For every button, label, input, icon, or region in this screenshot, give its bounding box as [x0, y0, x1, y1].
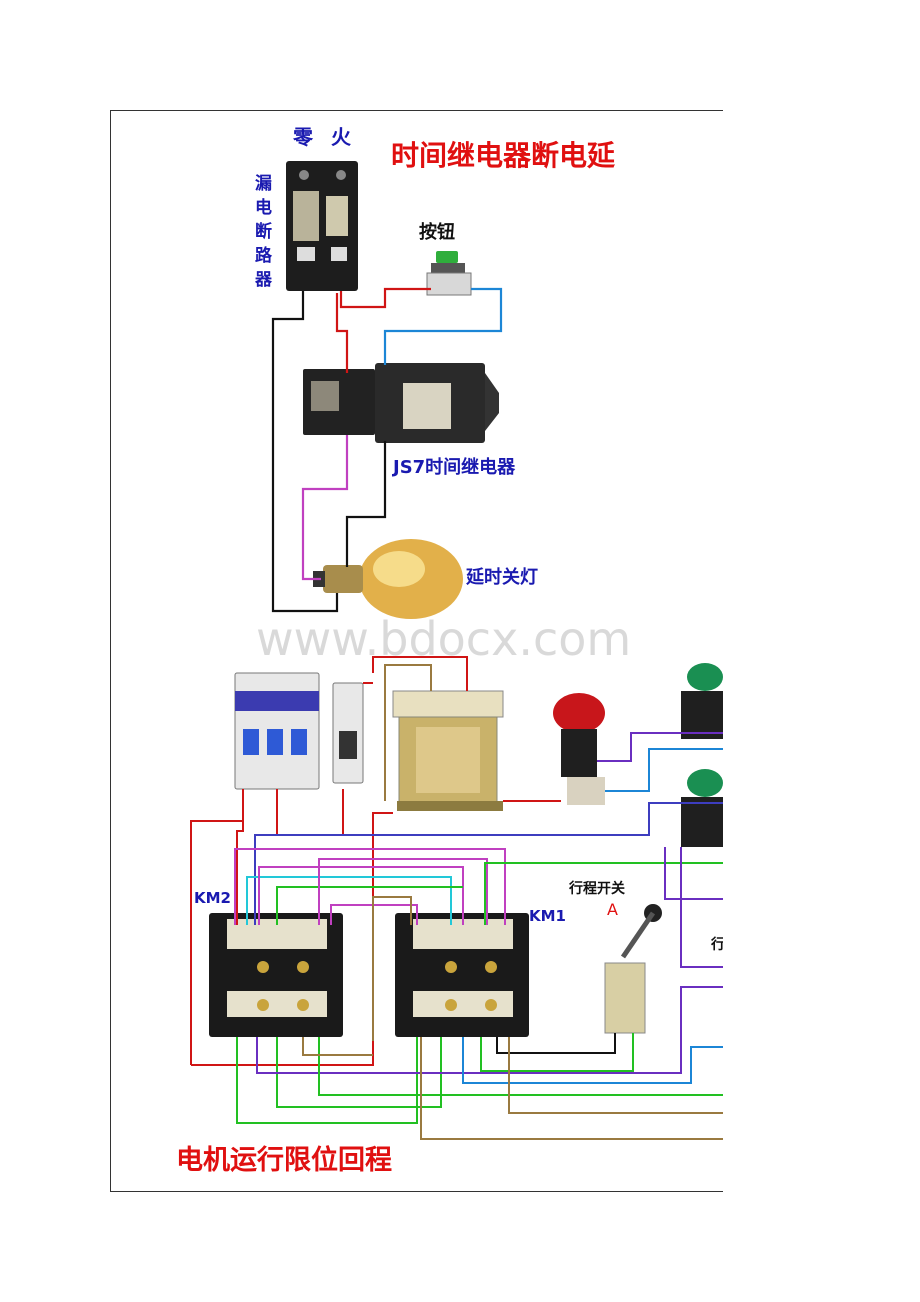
bottom-title: 电机运行限位回程 [176, 1144, 392, 1176]
diagram-frame: 时间继电器断电延 零 火 漏 电 断 路 器 按钮 [110, 110, 723, 1192]
start-button-1 [681, 663, 723, 739]
breaker-label-2: 电 [255, 197, 272, 218]
top-title: 时间继电器断电延 [391, 139, 616, 172]
breaker-label-1: 漏 [255, 174, 272, 194]
neutral-label: 零 [292, 125, 314, 149]
lamp-icon [313, 539, 463, 619]
contactor-km1 [395, 913, 529, 1037]
breaker-label-4: 路 [255, 245, 273, 266]
emergency-stop-button [553, 693, 605, 805]
breaker-label-3: 断 [255, 221, 272, 242]
limit-switch-label: 行程开关 [568, 880, 625, 897]
time-relay [303, 363, 499, 443]
km2-label: KM2 [194, 889, 231, 907]
top-section: 时间继电器断电延 零 火 漏 电 断 路 器 按钮 [254, 125, 616, 619]
relay-label: JS7时间继电器 [391, 456, 516, 478]
cutoff-label: 行 [710, 936, 723, 953]
bottom-wires [190, 656, 723, 1140]
bottom-section: KM2 KM1 行程开关 A 行 [176, 656, 723, 1176]
km1-label: KM1 [529, 907, 566, 925]
wiring-diagram: 时间继电器断电延 零 火 漏 电 断 路 器 按钮 [176, 125, 723, 1176]
leakage-breaker [286, 161, 358, 291]
three-pole-breaker [234, 672, 320, 790]
contactor-km2 [209, 913, 343, 1037]
transformer [392, 690, 504, 811]
breaker-label-5: 器 [254, 270, 273, 290]
lamp-label: 延时关灯 [465, 566, 538, 588]
single-pole-breaker [332, 682, 364, 784]
limit-switch [604, 904, 662, 1034]
limit-switch-a-label: A [607, 900, 618, 919]
top-wires [271, 287, 503, 613]
button-label: 按钮 [419, 221, 455, 243]
start-button-2 [681, 769, 723, 847]
live-label: 火 [331, 125, 352, 149]
push-button [426, 251, 472, 296]
